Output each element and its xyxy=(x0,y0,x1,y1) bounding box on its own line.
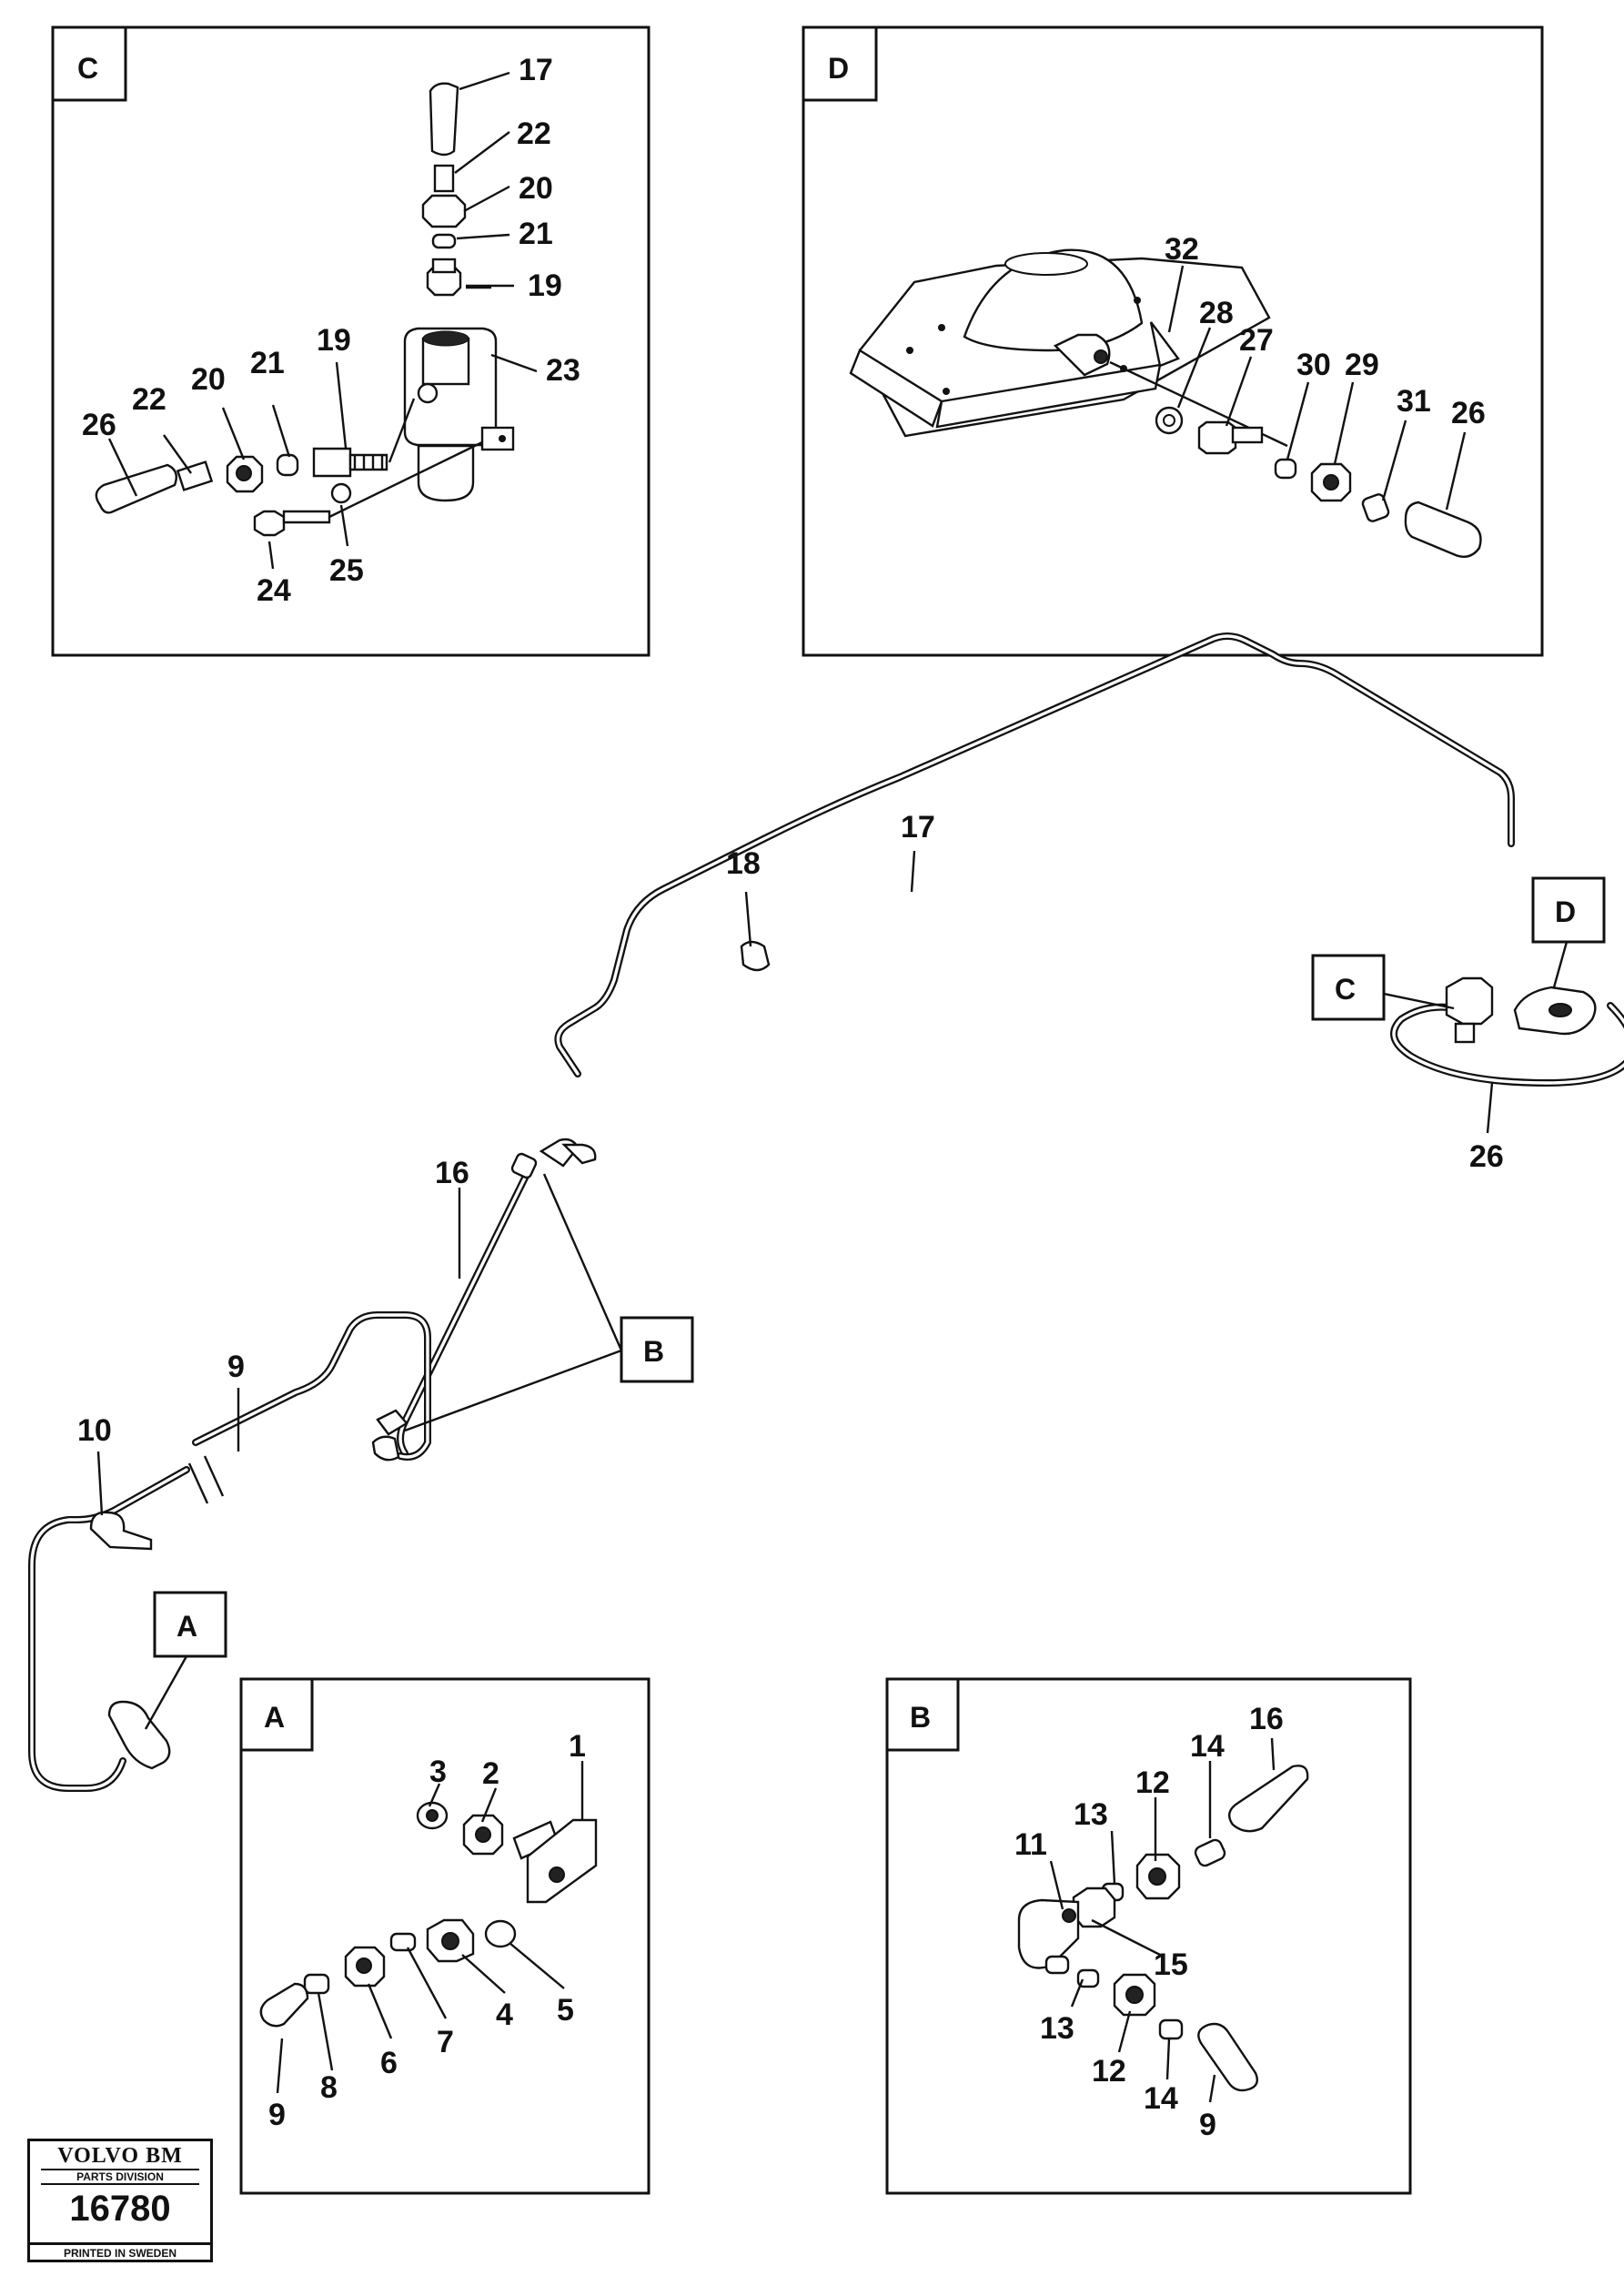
callout: 4 xyxy=(496,1998,513,2032)
callout: 22 xyxy=(132,382,166,417)
logo-brand: VOLVO BM xyxy=(57,2144,183,2168)
callout: 19 xyxy=(528,268,562,303)
callout: 26 xyxy=(82,408,116,442)
callout: 28 xyxy=(1199,296,1234,330)
callout: 7 xyxy=(437,2025,454,2059)
callout: 12 xyxy=(1135,1765,1170,1800)
logo-division: PARTS DIVISION xyxy=(41,2169,199,2185)
callout: 16 xyxy=(435,1156,469,1190)
callout: 20 xyxy=(519,171,553,206)
main-assembly: A B C D 17 18 16 9 10 26 xyxy=(28,632,1624,1792)
callout: 6 xyxy=(380,2046,398,2080)
callout: 17 xyxy=(901,810,935,845)
callout: 16 xyxy=(1249,1702,1284,1736)
callout: 1 xyxy=(569,1729,586,1764)
callout: 26 xyxy=(1469,1139,1504,1174)
ref-label: D xyxy=(1555,895,1576,928)
callout: 21 xyxy=(250,346,285,380)
callout: 13 xyxy=(1074,1797,1108,1832)
ref-label: B xyxy=(643,1335,664,1368)
callout: 14 xyxy=(1190,1729,1225,1764)
callout: 17 xyxy=(519,53,553,87)
callout: 9 xyxy=(227,1350,245,1384)
panel-label: A xyxy=(264,1701,285,1734)
callout: 14 xyxy=(1144,2081,1178,2116)
callout: 29 xyxy=(1345,348,1379,382)
callout: 19 xyxy=(317,323,351,358)
logo-number: 16780 xyxy=(69,2189,171,2229)
detail-panel-b: B 16 14 12 13 11 15 13 12 14 9 xyxy=(885,1677,1412,2195)
panel-label: B xyxy=(910,1701,931,1734)
callout: 9 xyxy=(1199,2108,1216,2142)
callout: 12 xyxy=(1092,2054,1126,2089)
callout: 9 xyxy=(268,2098,286,2132)
detail-panel-a: A 3 2 1 5 4 7 6 8 9 xyxy=(239,1677,651,2195)
callout: 32 xyxy=(1165,232,1199,267)
detail-panel-d: D 32 28 27 30 xyxy=(802,25,1544,657)
callout: 26 xyxy=(1451,396,1486,430)
callout: 20 xyxy=(191,362,226,397)
callout: 5 xyxy=(557,1993,574,2028)
logo-printed: PRINTED IN SWEDEN xyxy=(30,2242,210,2260)
volvo-bm-logo: VOLVO BM PARTS DIVISION 16780 PRINTED IN… xyxy=(27,2139,213,2262)
callout: 30 xyxy=(1296,348,1331,382)
callout: 11 xyxy=(1014,1827,1047,1862)
callout: 27 xyxy=(1239,323,1274,358)
callout: 13 xyxy=(1040,2011,1074,2046)
callout: 15 xyxy=(1154,1947,1188,1982)
callout: 24 xyxy=(257,573,291,608)
callout: 31 xyxy=(1397,384,1431,419)
callout: 21 xyxy=(519,217,553,251)
callout: 3 xyxy=(429,1755,447,1789)
callout: 22 xyxy=(517,116,551,151)
callout: 25 xyxy=(329,553,364,588)
panel-label: D xyxy=(828,52,849,85)
ref-label: A xyxy=(177,1610,197,1643)
ref-label: C xyxy=(1335,973,1356,1006)
callout: 10 xyxy=(77,1413,112,1448)
detail-panel-c: C xyxy=(51,25,651,657)
callout: 8 xyxy=(320,2070,338,2105)
callout: 23 xyxy=(546,353,580,388)
panel-label: C xyxy=(77,52,98,85)
callout: 2 xyxy=(482,1756,499,1791)
callout: 18 xyxy=(726,846,761,881)
